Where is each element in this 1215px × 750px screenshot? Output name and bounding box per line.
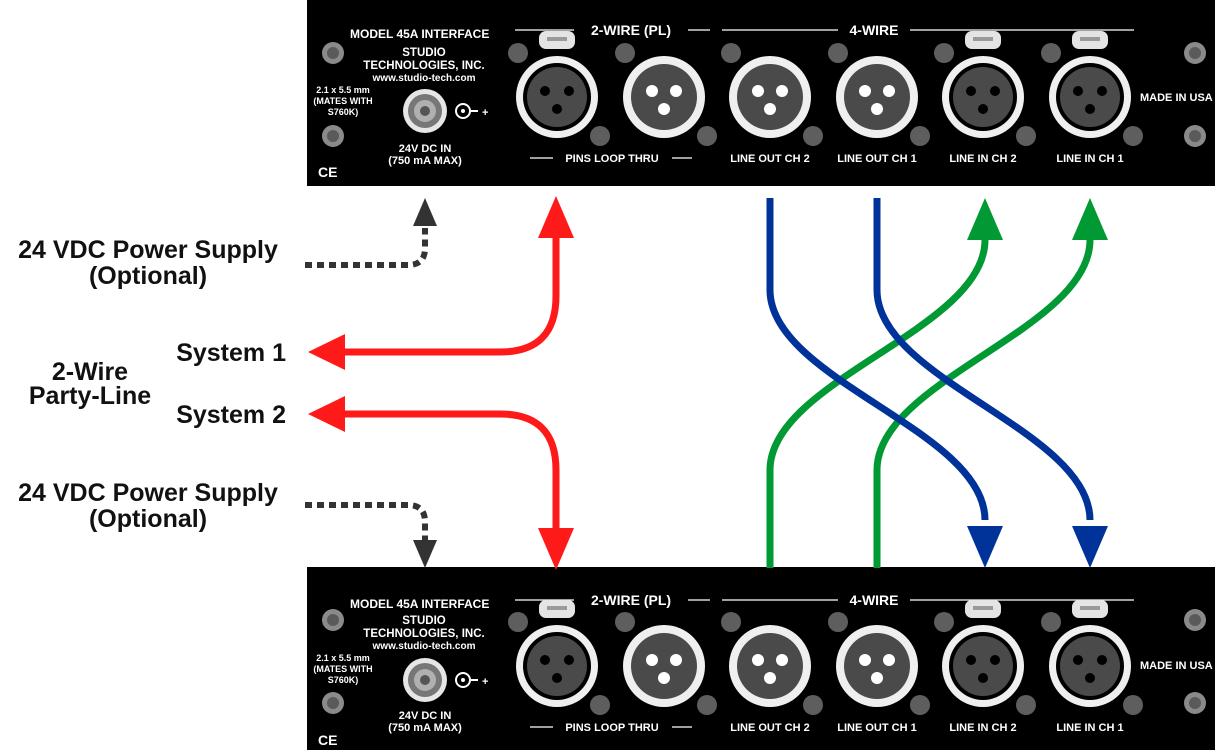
- arrow-down-icon: [1072, 526, 1108, 568]
- made-in-label: MADE IN USA: [1140, 660, 1213, 672]
- made-in-label: MADE IN USA: [1140, 92, 1213, 104]
- jack-spec-label: S760K): [328, 675, 359, 685]
- panel-screw-icon: [322, 125, 344, 147]
- line-out-ch2-label: LINE OUT CH 2: [730, 153, 809, 165]
- company-label: STUDIO: [402, 47, 446, 59]
- polarity-icon: [455, 672, 478, 688]
- arrow-down-icon: [413, 540, 437, 568]
- jack-spec-label: (MATES WITH: [313, 96, 372, 106]
- xlr-male-connector-icon: [836, 56, 918, 138]
- panel-screw-icon: [1184, 125, 1206, 147]
- system1-partyline-connection: [308, 196, 574, 370]
- xlr-male-connector-icon: [729, 625, 811, 707]
- group-4wire-label: 4-WIRE: [850, 22, 899, 38]
- model-label: MODEL 45A INTERFACE: [350, 597, 489, 611]
- model-label: MODEL 45A INTERFACE: [350, 27, 489, 41]
- panel-screw-icon: [1184, 42, 1206, 64]
- line-in-ch2-label: LINE IN CH 2: [949, 153, 1016, 165]
- group-4wire-label: 4-WIRE: [850, 592, 899, 608]
- line-in-ch1-label: LINE IN CH 1: [1056, 153, 1123, 165]
- panel-screw-icon: [322, 692, 344, 714]
- arrow-down-icon: [967, 526, 1003, 568]
- arrow-up-icon: [413, 198, 437, 226]
- company-label: TECHNOLOGIES, INC.: [363, 628, 484, 640]
- power-supply-top-connection: [305, 198, 437, 268]
- latch-icon: [1072, 600, 1108, 618]
- group-2wire-label: 2-WIRE (PL): [591, 592, 671, 608]
- latch-icon: [539, 31, 575, 49]
- system2-label: System 2: [176, 401, 286, 429]
- latch-icon: [965, 31, 1001, 49]
- top-interface-panel: MODEL 45A INTERFACE STUDIO TECHNOLOGIES,…: [307, 0, 1215, 186]
- xlr-male-connector-icon: [836, 625, 918, 707]
- top-line-out-ch1-to-bottom-line-in-ch1: [873, 198, 1108, 568]
- line-in-ch2-label: LINE IN CH 2: [949, 722, 1016, 734]
- xlr-male-connector-icon: [729, 56, 811, 138]
- dc-in-label: 24V DC IN: [399, 710, 452, 722]
- xlr-female-connector-icon: [942, 625, 1024, 707]
- website-label: www.studio-tech.com: [372, 641, 476, 652]
- arrow-up-icon: [967, 198, 1003, 240]
- website-label: www.studio-tech.com: [372, 73, 476, 84]
- latch-icon: [1072, 31, 1108, 49]
- line-in-ch1-label: LINE IN CH 1: [1056, 722, 1123, 734]
- power-supply-top-label: 24 VDC Power Supply: [18, 236, 278, 264]
- panel-screw-icon: [1184, 609, 1206, 631]
- arrow-up-icon: [538, 196, 574, 238]
- xlr-male-connector-icon: [623, 625, 705, 707]
- system2-partyline-connection: [308, 396, 574, 570]
- company-label: TECHNOLOGIES, INC.: [363, 60, 484, 72]
- dc-in-label: (750 mA MAX): [388, 155, 462, 167]
- group-2wire-label: 2-WIRE (PL): [591, 22, 671, 38]
- partyline-label: Party-Line: [29, 382, 151, 410]
- xlr-female-connector-icon: [942, 56, 1024, 138]
- power-supply-top-optional-label: (Optional): [89, 262, 207, 290]
- polarity-plus-label: +: [482, 107, 488, 119]
- dc-in-label: 24V DC IN: [399, 143, 452, 155]
- line-out-ch1-label: LINE OUT CH 1: [837, 722, 916, 734]
- xlr-female-connector-icon: [1049, 56, 1131, 138]
- polarity-icon: [455, 103, 478, 119]
- top-line-out-ch2-to-bottom-line-in-ch2: [766, 198, 1003, 568]
- partyline-label: 2-Wire: [52, 358, 128, 386]
- system1-label: System 1: [176, 339, 286, 367]
- jack-spec-label: 2.1 x 5.5 mm: [316, 85, 370, 95]
- ce-mark: CE: [318, 164, 337, 180]
- pins-loop-thru-label: PINS LOOP THRU: [565, 722, 658, 734]
- pins-loop-thru-label: PINS LOOP THRU: [565, 153, 658, 165]
- line-out-ch2-to-line-in-ch2: [766, 198, 1003, 568]
- arrow-left-icon: [308, 334, 345, 370]
- ce-mark: CE: [318, 732, 337, 748]
- polarity-plus-label: +: [482, 676, 488, 688]
- latch-icon: [965, 600, 1001, 618]
- panel-screw-icon: [322, 609, 344, 631]
- jack-spec-label: 2.1 x 5.5 mm: [316, 653, 370, 663]
- power-supply-bottom-connection: [305, 502, 437, 568]
- line-out-ch1-label: LINE OUT CH 1: [837, 153, 916, 165]
- arrow-up-icon: [1072, 198, 1108, 240]
- latch-icon: [539, 600, 575, 618]
- power-supply-bottom-optional-label: (Optional): [89, 505, 207, 533]
- xlr-female-connector-icon: [516, 56, 598, 138]
- xlr-male-connector-icon: [623, 56, 705, 138]
- bottom-interface-panel: MODEL 45A INTERFACE STUDIO TECHNOLOGIES,…: [307, 567, 1215, 750]
- panel-screw-icon: [1184, 692, 1206, 714]
- arrow-left-icon: [308, 396, 345, 432]
- arrow-down-icon: [538, 528, 574, 570]
- xlr-female-connector-icon: [516, 625, 598, 707]
- jack-spec-label: (MATES WITH: [313, 664, 372, 674]
- power-supply-bottom-label: 24 VDC Power Supply: [18, 479, 278, 507]
- dc-power-jack: [403, 89, 447, 133]
- line-out-ch1-to-line-in-ch1: [873, 198, 1108, 568]
- line-out-ch2-label: LINE OUT CH 2: [730, 722, 809, 734]
- jack-spec-label: S760K): [328, 107, 359, 117]
- xlr-female-connector-icon: [1049, 625, 1131, 707]
- dc-power-jack: [403, 658, 447, 702]
- panel-screw-icon: [322, 42, 344, 64]
- company-label: STUDIO: [402, 615, 446, 627]
- dc-in-label: (750 mA MAX): [388, 722, 462, 734]
